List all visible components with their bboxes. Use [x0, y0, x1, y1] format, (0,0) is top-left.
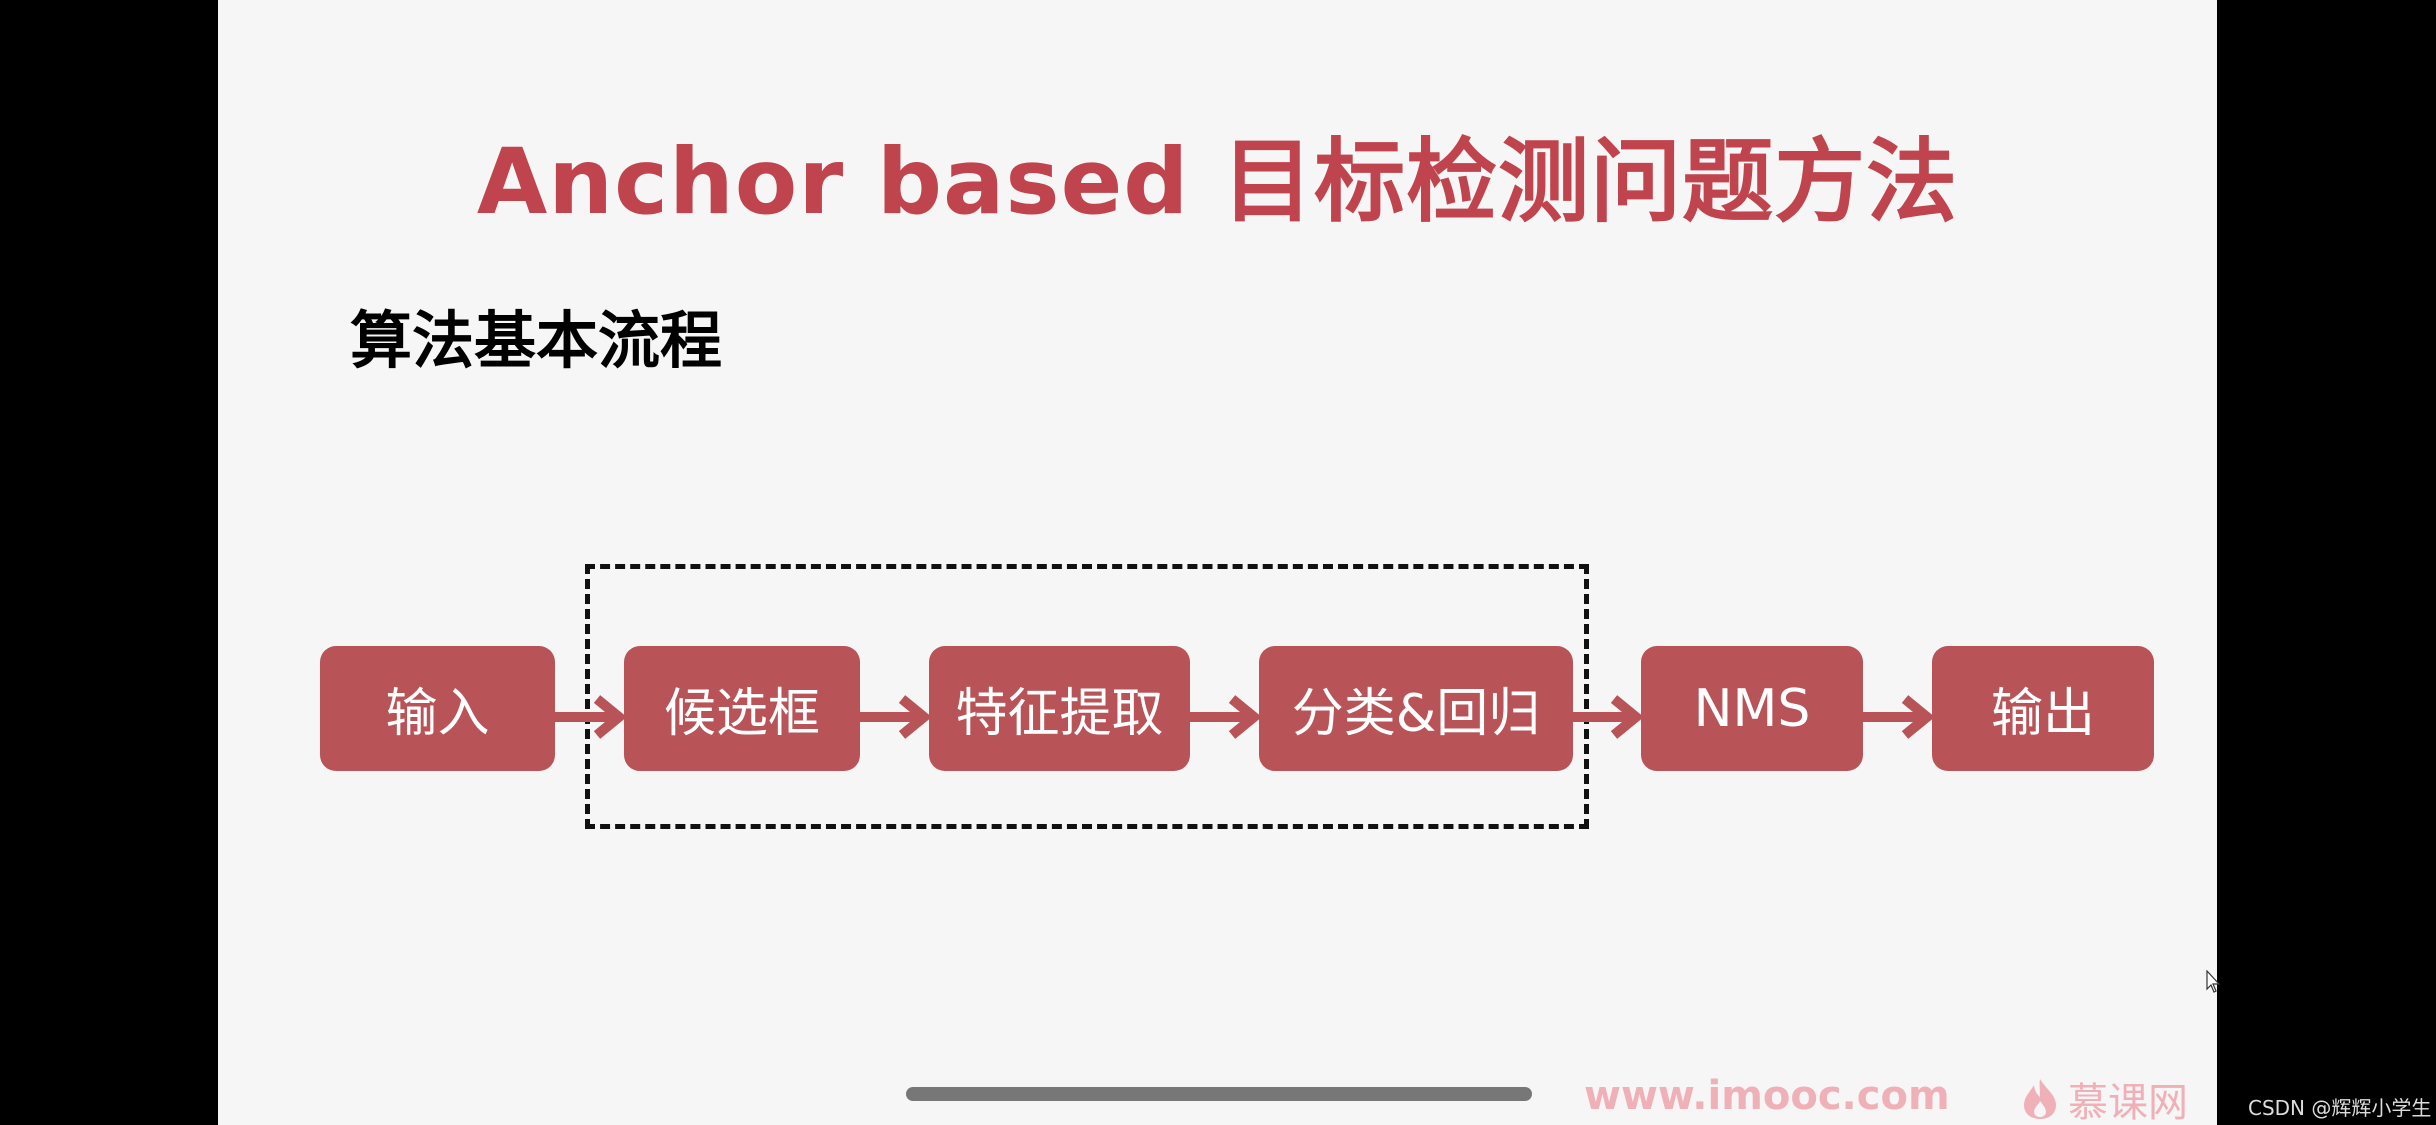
- flow-step-feature-extraction: 特征提取: [929, 646, 1190, 771]
- flow-step-label: NMS: [1693, 678, 1811, 739]
- arrow-right-icon: [1573, 695, 1644, 739]
- flow-step-label: 分类&回归: [1291, 684, 1541, 744]
- slide-title: Anchor based 目标检测问题方法: [476, 130, 1959, 235]
- flow-step-classify-regress: 分类&回归: [1259, 646, 1573, 771]
- flow-step-label: 候选框: [663, 684, 820, 744]
- brand-logo: 慕课网: [2020, 1070, 2188, 1125]
- brand-name: 慕课网: [2068, 1080, 2188, 1125]
- mouse-cursor-icon: [2206, 970, 2221, 993]
- flow-step-label: 特征提取: [955, 684, 1164, 744]
- csdn-credit: CSDN @辉辉小学生: [2248, 1096, 2432, 1120]
- slide: Anchor based 目标检测问题方法 算法基本流程 输入 候选框 特征提取…: [218, 0, 2217, 1125]
- flow-step-nms: NMS: [1641, 646, 1863, 771]
- site-watermark: www.imooc.com: [1584, 1073, 1950, 1119]
- arrow-right-icon: [1863, 695, 1935, 739]
- arrow-right-icon: [860, 695, 932, 739]
- home-indicator[interactable]: [906, 1087, 1532, 1101]
- flow-step-label: 输出: [1990, 684, 2095, 744]
- slide-subtitle: 算法基本流程: [350, 304, 723, 377]
- flow-step-input: 输入: [320, 646, 555, 771]
- arrow-right-icon: [555, 695, 627, 739]
- flow-step-label: 输入: [385, 684, 490, 744]
- dashed-group-frame: [585, 564, 1589, 829]
- arrow-right-icon: [1190, 695, 1262, 739]
- flow-step-output: 输出: [1932, 646, 2154, 771]
- flow-step-candidate-boxes: 候选框: [624, 646, 860, 771]
- flame-icon: [2024, 1079, 2056, 1119]
